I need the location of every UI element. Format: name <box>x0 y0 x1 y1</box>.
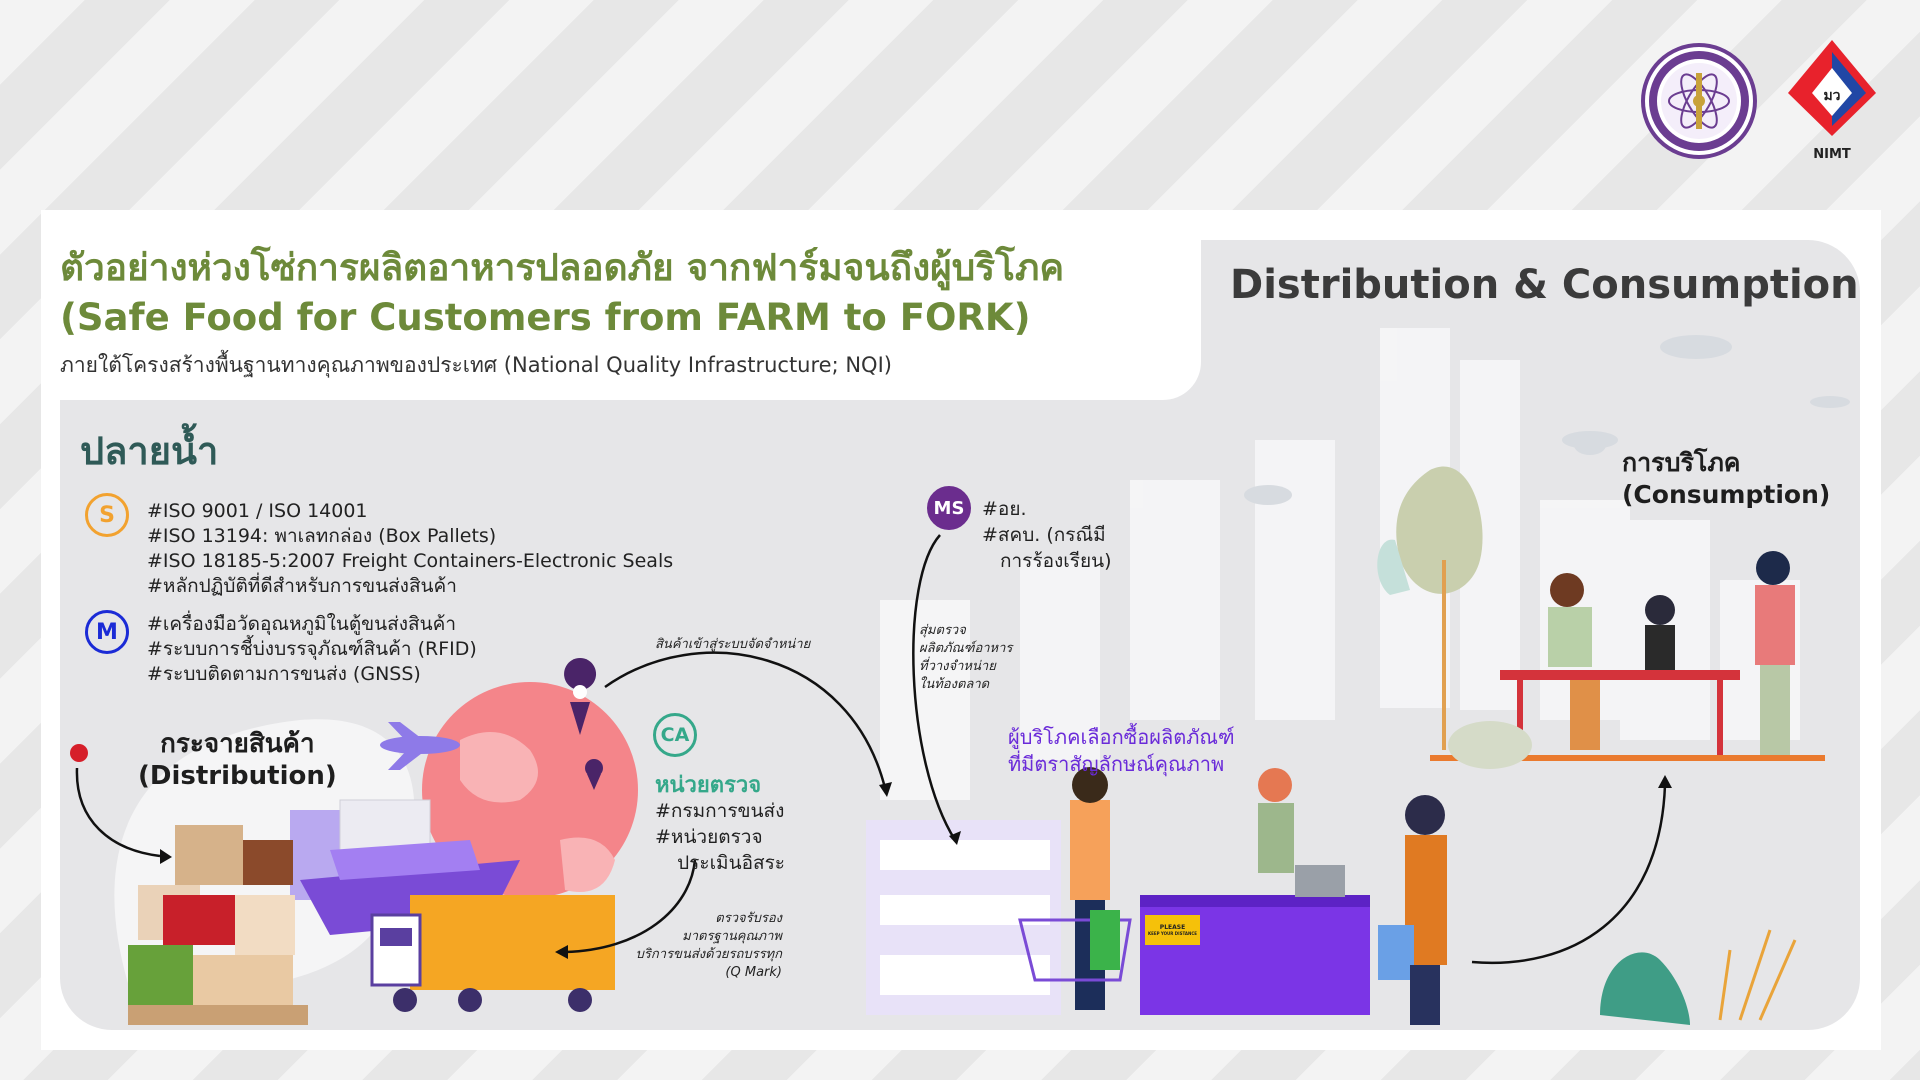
distribution-label-th: กระจายสินค้า <box>160 729 315 759</box>
counter-sign: PLEASE KEEP YOUR DISTANCE <box>1145 915 1200 945</box>
metrology-badge-icon: M <box>85 610 129 654</box>
ms-item: #อย. <box>982 498 1027 520</box>
metrology-list: #เครื่องมือวัดอุณหภูมิในตู้ขนส่งสินค้า #… <box>147 612 477 687</box>
metrology-item: #เครื่องมือวัดอุณหภูมิในตู้ขนส่งสินค้า <box>147 613 456 635</box>
ca-note-line: บริการขนส่งด้วยรถบรรทุก <box>635 947 782 962</box>
distribution-label-en: (Distribution) <box>138 761 337 791</box>
ca-note-line: (Q Mark) <box>725 965 782 980</box>
ms-list: #อย. #สคบ. (กรณีมี การร้องเรียน) <box>982 496 1112 574</box>
page-tagline: ภายใต้โครงสร้างพื้นฐานทางคุณภาพของประเทศ… <box>60 353 892 377</box>
consumption-label-th: การบริโภค <box>1622 448 1741 477</box>
counter-sign-line: PLEASE <box>1159 924 1186 931</box>
shopping-caption-line: ผู้บริโภคเลือกซื้อผลิตภัณฑ์ <box>1008 725 1235 749</box>
distribution-arrow-note: สินค้าเข้าสู่ระบบจัดจำหน่าย <box>655 637 811 652</box>
ca-item: #หน่วยตรวจ <box>655 826 763 848</box>
downstream-title: ปลายน้ำ <box>80 429 219 473</box>
standards-list: #ISO 9001 / ISO 14001 #ISO 13194: พาเลทก… <box>147 499 673 599</box>
ca-item: #กรมการขนส่ง <box>655 800 785 822</box>
page-subtitle: (Safe Food for Customers from FARM to FO… <box>60 296 1031 339</box>
ca-item: ประเมินอิสระ <box>677 852 785 874</box>
standards-item: #หลักปฏิบัติที่ดีสำหรับการขนส่งสินค้า <box>147 575 457 597</box>
ms-note: สุ่มตรวจ ผลิตภัณฑ์อาหาร ที่วางจำหน่าย ใน… <box>919 622 1012 694</box>
ms-note-line: ที่วางจำหน่าย <box>919 659 996 674</box>
standards-item: #ISO 13194: พาเลทกล่อง (Box Pallets) <box>147 525 497 547</box>
ms-item: #สคบ. (กรณีมี <box>982 524 1106 546</box>
ca-note: ตรวจรับรอง มาตรฐานคุณภาพ บริการขนส่งด้วย… <box>620 910 782 982</box>
shopping-caption-line: ที่มีตราสัญลักษณ์คุณภาพ <box>1008 752 1225 776</box>
ms-note-line: สุ่มตรวจ <box>919 623 966 638</box>
metrology-item: #ระบบการชี้บ่งบรรจุภัณฑ์สินค้า (RFID) <box>147 638 477 660</box>
page-title: ตัวอย่างห่วงโซ่การผลิตอาหารปลอดภัย จากฟา… <box>60 246 1065 289</box>
standards-item: #ISO 9001 / ISO 14001 <box>147 500 368 522</box>
ca-list: #กรมการขนส่ง #หน่วยตรวจ ประเมินอิสระ <box>655 798 785 876</box>
consumption-label: การบริโภค (Consumption) <box>1622 447 1830 511</box>
standards-badge-icon: S <box>85 493 129 537</box>
ms-badge-icon: MS <box>927 486 971 530</box>
metrology-item: #ระบบติดตามการขนส่ง (GNSS) <box>147 663 421 685</box>
ms-item: การร้องเรียน) <box>1000 550 1112 572</box>
shopping-caption: ผู้บริโภคเลือกซื้อผลิตภัณฑ์ ที่มีตราสัญล… <box>1008 724 1235 778</box>
standards-item: #ISO 18185-5:2007 Freight Containers-Ele… <box>147 550 674 572</box>
title-card <box>41 210 1201 400</box>
nimt-logo-icon: มว NIMT <box>1786 38 1878 162</box>
consumption-label-en: (Consumption) <box>1622 480 1831 509</box>
nimt-label: NIMT <box>1813 147 1851 162</box>
counter-sign-line: KEEP YOUR DISTANCE <box>1148 931 1197 936</box>
distribution-label: กระจายสินค้า (Distribution) <box>138 728 337 792</box>
ca-title: หน่วยตรวจ <box>655 773 762 798</box>
ca-note-line: ตรวจรับรอง <box>715 911 782 926</box>
ms-note-line: ในท้องตลาด <box>919 677 990 692</box>
section-title: Distribution & Consumption <box>1230 262 1859 308</box>
ca-note-line: มาตรฐานคุณภาพ <box>682 929 782 944</box>
ca-badge-icon: CA <box>653 713 697 757</box>
nimt-abbr-text: มว <box>1823 88 1840 104</box>
ministry-seal-icon <box>1641 43 1757 159</box>
ms-note-line: ผลิตภัณฑ์อาหาร <box>919 641 1013 656</box>
